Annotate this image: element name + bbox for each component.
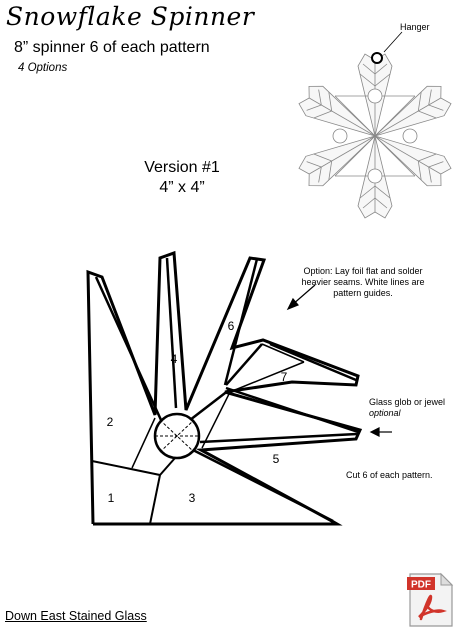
hanger-leader-line xyxy=(383,31,403,53)
piece-number-7: 7 xyxy=(281,370,288,384)
version-title: Version #1 xyxy=(144,159,220,176)
glob-note: Glass glob or jewel optional xyxy=(369,397,445,419)
version-heading: Version #1 4” x 4” xyxy=(140,158,224,198)
hanger-label: Hanger xyxy=(400,22,430,32)
page-title: Snowflake Spinner xyxy=(6,2,255,31)
snowflake-preview-illustration xyxy=(295,52,455,219)
glob-note-optional: optional xyxy=(369,408,401,418)
cut-note: Cut 6 of each pattern. xyxy=(346,470,433,480)
center-jewel xyxy=(153,412,201,460)
version-size: 4” x 4” xyxy=(159,179,205,196)
foil-note: Option: Lay foil flat and solder heavier… xyxy=(301,266,425,298)
piece-number-3: 3 xyxy=(189,491,196,505)
piece-number-6: 6 xyxy=(228,319,235,333)
piece-number-2: 2 xyxy=(107,415,114,429)
options-note: 4 Options xyxy=(18,62,68,74)
pdf-badge-label: PDF xyxy=(411,580,431,591)
pdf-file-icon[interactable]: PDF xyxy=(407,571,455,629)
glob-note-main: Glass glob or jewel xyxy=(369,397,446,407)
piece-number-5: 5 xyxy=(273,452,280,466)
piece-number-1: 1 xyxy=(108,491,115,505)
piece-number-4: 4 xyxy=(171,352,178,366)
page-subtitle: 8” spinner 6 of each pattern xyxy=(14,39,210,56)
company-link[interactable]: Down East Stained Glass xyxy=(5,609,147,623)
